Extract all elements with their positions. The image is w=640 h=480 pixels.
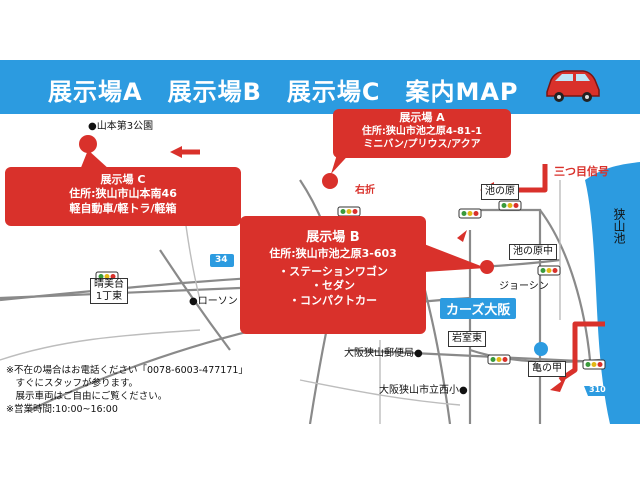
cars-osaka-dot: [534, 342, 548, 356]
showroom-c-dot: [79, 135, 97, 153]
notes: ※不在の場合はお電話ください「0078-6003-477171」 すぐにスタッフ…: [6, 364, 248, 416]
page-title: 展示場A 展示場B 展示場C 案内MAP: [48, 78, 519, 106]
kamenoko-label: 亀の甲: [528, 361, 566, 377]
route34-marker: [210, 254, 234, 267]
joshin-label: ジョーシン: [499, 281, 549, 292]
right-turn-label: 右折: [355, 185, 375, 196]
note-line-1: ※不在の場合はお電話ください「0078-6003-477171」: [6, 365, 248, 376]
callout-b-pointer: [424, 244, 486, 272]
note-line-2: すぐにスタッフが参ります。: [6, 378, 139, 389]
note-line-3: 展示車両はご自由にご覧ください。: [6, 391, 168, 402]
showroom-a-cars: ミニバン/プリウス/アクア: [363, 139, 481, 151]
showroom-c-name: 展示場 C: [100, 173, 146, 186]
showroom-b-callout: 展示場 B 住所:狭山市池之原3-603 ・ステーションワゴン ・セダン ・コン…: [240, 216, 426, 334]
school-label: 大阪狭山市立西小●: [379, 385, 468, 396]
showroom-b-car-1: ・ステーションワゴン: [278, 265, 388, 279]
river: [585, 162, 640, 424]
lawson-label: ●ローソン: [189, 296, 238, 307]
showroom-b-name: 展示場 B: [306, 230, 360, 245]
showroom-b-dot: [480, 260, 494, 274]
traffic-signals: [95, 200, 606, 370]
showroom-b-car-3: ・コンパクトカー: [289, 293, 377, 307]
showroom-c-cars: 軽自動車/軽トラ/軽箱: [69, 201, 177, 215]
ikenohara-naka-label: 池の原中: [509, 244, 557, 260]
park-label: ●山本第3公園: [88, 121, 154, 132]
third-signal-label: 三つ目信号: [554, 165, 609, 178]
callout-c-pointer: [80, 150, 110, 170]
showroom-b-address: 住所:狭山市池之原3-603: [269, 246, 397, 260]
showroom-b-car-2: ・セダン: [311, 279, 355, 293]
red-car-icon: [546, 70, 600, 102]
iwamuro-label: 岩室東: [448, 331, 486, 347]
callout-a-pointer: [331, 148, 355, 174]
route310-label: 310: [589, 385, 606, 394]
showroom-a-dot: [322, 173, 338, 189]
showroom-a-address: 住所:狭山市池之原4-81-1: [361, 126, 483, 138]
showroom-a-callout: 展示場 A 住所:狭山市池之原4-81-1 ミニバン/プリウス/アクア: [333, 109, 511, 158]
route310-marker: [584, 386, 610, 396]
cars-osaka-label: カーズ大阪: [440, 298, 517, 319]
showroom-a-name: 展示場 A: [399, 111, 445, 124]
note-line-4: ※営業時間:10:00~16:00: [6, 404, 118, 415]
showroom-c-address: 住所:狭山市山本南46: [69, 187, 177, 201]
post-office-label: 大阪狭山郵便局●: [344, 348, 423, 359]
river-label: 狭山池: [612, 208, 626, 244]
route34-label: 34: [215, 255, 228, 265]
seibidai-label: 晴美台 1丁東: [90, 278, 128, 304]
header-banner: [0, 60, 640, 114]
ikenohara-label: 池の原: [481, 184, 519, 200]
showroom-c-callout: 展示場 C 住所:狭山市山本南46 軽自動車/軽トラ/軽箱: [5, 167, 241, 226]
